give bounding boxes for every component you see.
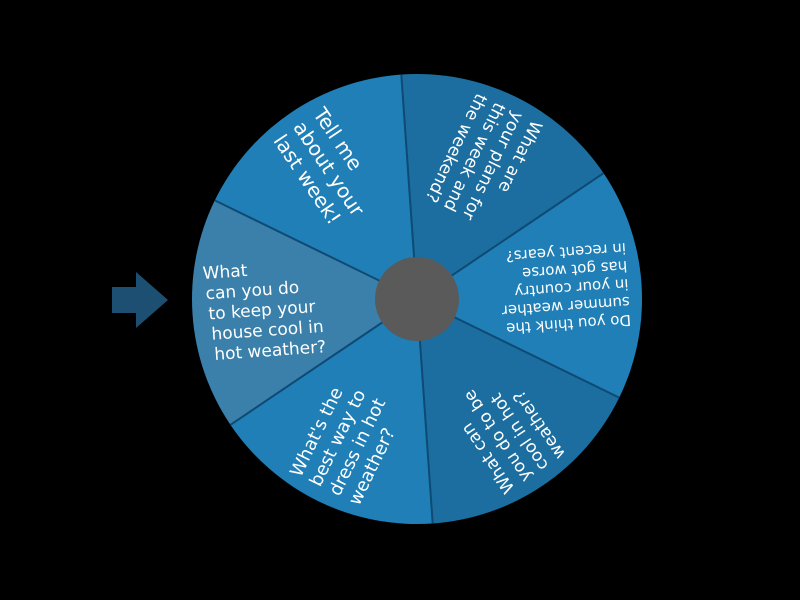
arrow-right-icon bbox=[112, 272, 168, 328]
segment-label-group: What's thebest way todress in hotweather… bbox=[286, 376, 409, 509]
wheel-hub[interactable] bbox=[375, 257, 459, 341]
segment-label-dress-hot-weather: What's thebest way todress in hotweather… bbox=[286, 376, 409, 509]
wheel-segment-last-week[interactable] bbox=[214, 74, 417, 299]
segment-label-group: Whatcan you doto keep yourhouse cool inh… bbox=[202, 256, 327, 366]
wheel-segment-house-cool[interactable] bbox=[191, 200, 417, 425]
spin-wheel[interactable]: What areyour plans forthis week andthe w… bbox=[191, 74, 642, 524]
segment-label-house-cool: Whatcan you doto keep yourhouse cool inh… bbox=[202, 256, 327, 366]
wheel-segment-summer-weather[interactable] bbox=[417, 173, 642, 398]
wheel-segment-plans-weekend[interactable] bbox=[401, 74, 604, 299]
wheel-segment-dress-hot-weather[interactable] bbox=[230, 299, 433, 524]
segment-label-group: Do you think thesummer weatherin your co… bbox=[497, 239, 632, 338]
wheel-segment-cool-hot-weather[interactable] bbox=[417, 299, 620, 524]
segment-label-line: What bbox=[202, 261, 248, 284]
segment-label-summer-weather: Do you think thesummer weatherin your co… bbox=[497, 239, 632, 338]
